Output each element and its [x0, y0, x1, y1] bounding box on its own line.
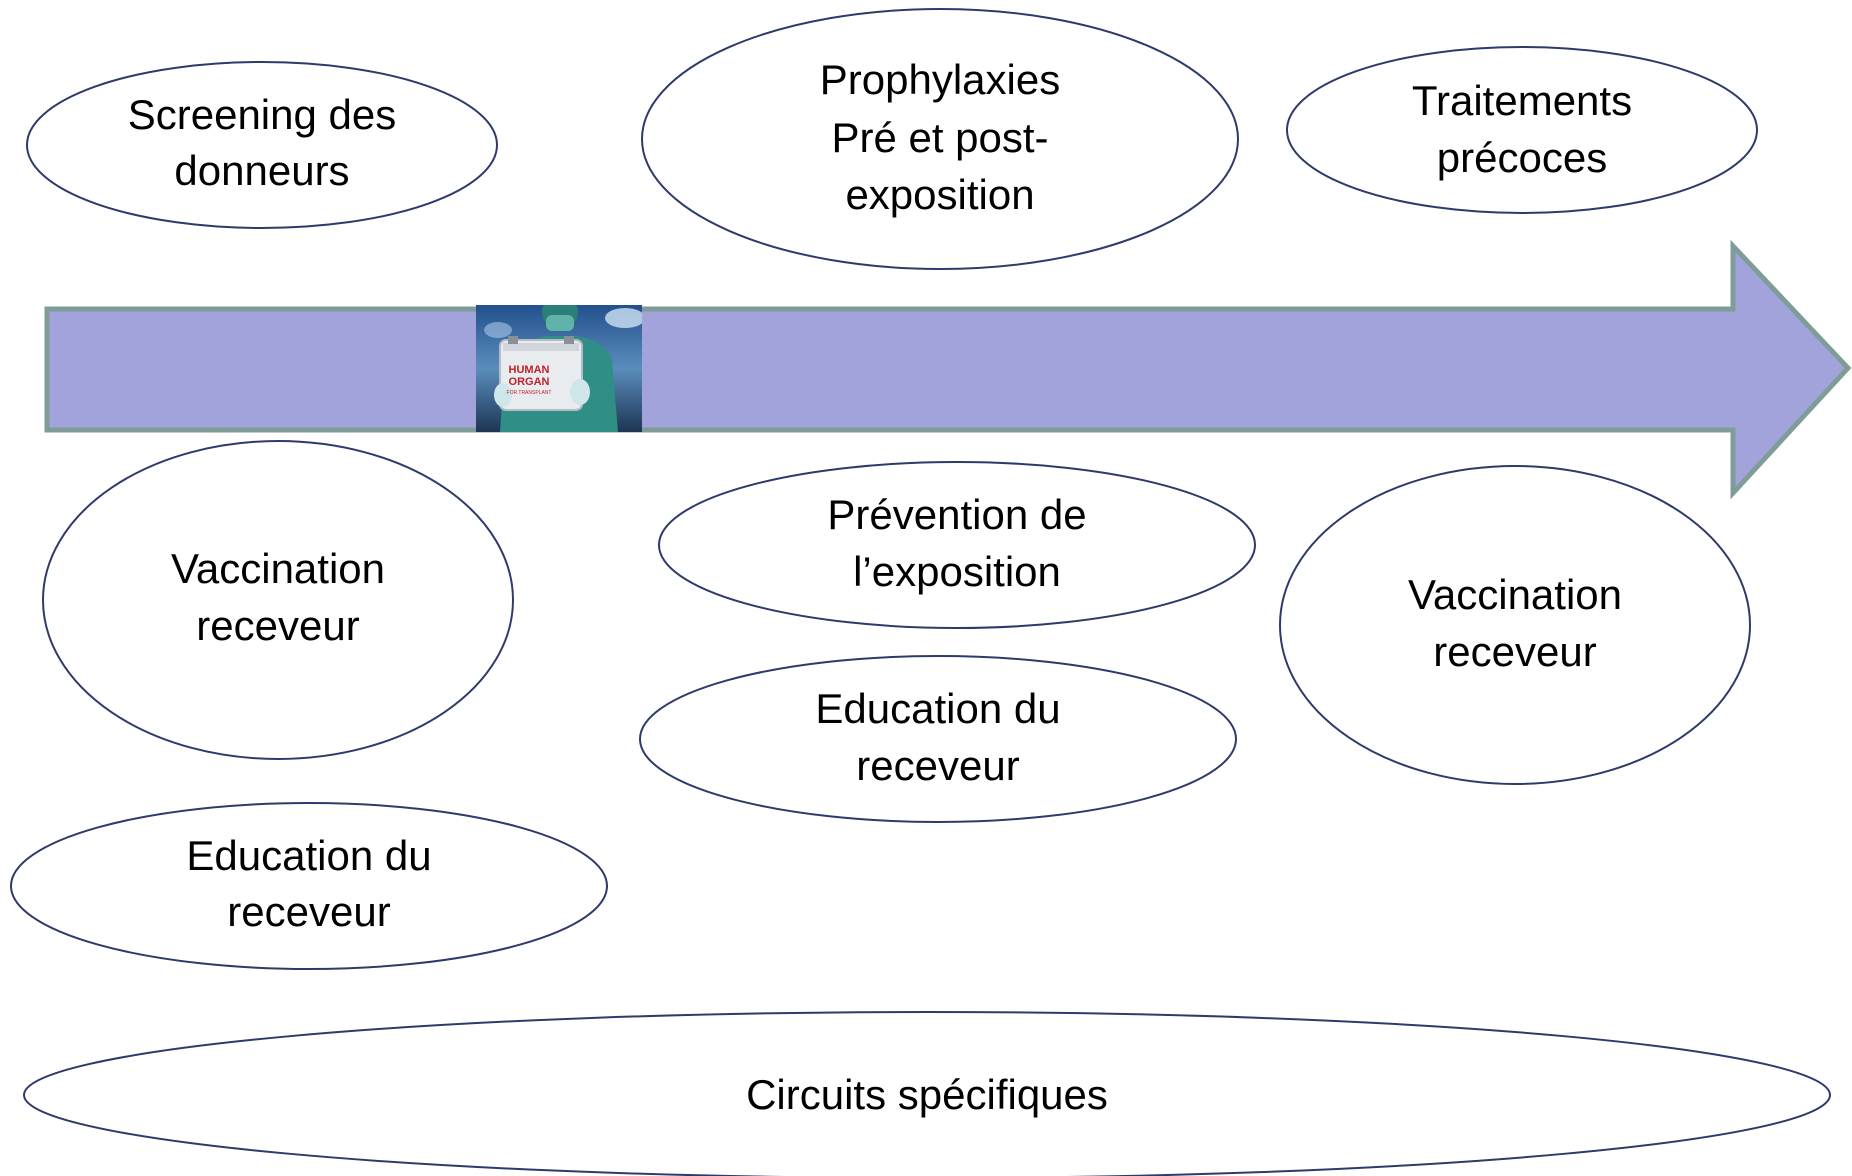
node-prevention-exposition: Prévention de l’exposition — [658, 461, 1256, 629]
node-shape — [26, 61, 498, 229]
node-vaccination-receveur-post: Vaccination receveur — [1279, 465, 1751, 785]
node-label-line: receveur — [1433, 628, 1596, 675]
node-label-line: Education du — [815, 685, 1060, 732]
box-label-line-3: FOR TRANSPLANT — [507, 390, 552, 396]
node-label-line: receveur — [196, 602, 359, 649]
node-circuits-specifiques: Circuits spécifiques — [23, 1011, 1831, 1176]
organ-transport-photo: HUMAN ORGAN FOR TRANSPLANT — [476, 305, 642, 432]
node-shape — [10, 802, 608, 970]
node-label-line: Pré et post- — [831, 114, 1048, 161]
node-label-line: Screening des — [128, 91, 397, 138]
node-label-line: Vaccination — [1408, 571, 1622, 618]
node-label-line: receveur — [227, 888, 390, 935]
node-shape — [658, 461, 1256, 629]
node-shape — [23, 1011, 1831, 1176]
box-label-line-2: ORGAN — [509, 376, 550, 388]
node-label-line: Vaccination — [171, 545, 385, 592]
node-shape — [1286, 46, 1758, 214]
node-education-receveur-mid: Education du receveur — [639, 655, 1237, 823]
node-label-line: donneurs — [174, 147, 349, 194]
node-label-line: receveur — [856, 742, 1019, 789]
node-label-line: précoces — [1437, 134, 1607, 181]
box-label-line-1: HUMAN — [509, 364, 550, 376]
node-traitements-precoces: Traitements précoces — [1286, 46, 1758, 214]
node-shape — [1279, 465, 1751, 785]
node-shape — [639, 655, 1237, 823]
node-label-line: exposition — [845, 171, 1034, 218]
node-shape — [42, 440, 514, 760]
node-prophylaxies: Prophylaxies Pré et post- exposition — [641, 8, 1239, 270]
node-shape — [641, 8, 1239, 270]
timeline-arrow — [44, 239, 1852, 500]
node-label-line: Prophylaxies — [820, 56, 1060, 103]
node-label-line: Traitements — [1412, 77, 1632, 124]
node-screening-donneurs: Screening des donneurs — [26, 61, 498, 229]
node-label-line: Prévention de — [827, 491, 1086, 538]
node-vaccination-receveur-pre: Vaccination receveur — [42, 440, 514, 760]
node-label-line: Education du — [186, 832, 431, 879]
node-label-line: l’exposition — [853, 548, 1061, 595]
node-education-receveur-pre: Education du receveur — [10, 802, 608, 970]
node-label-line: Circuits spécifiques — [746, 1071, 1108, 1118]
